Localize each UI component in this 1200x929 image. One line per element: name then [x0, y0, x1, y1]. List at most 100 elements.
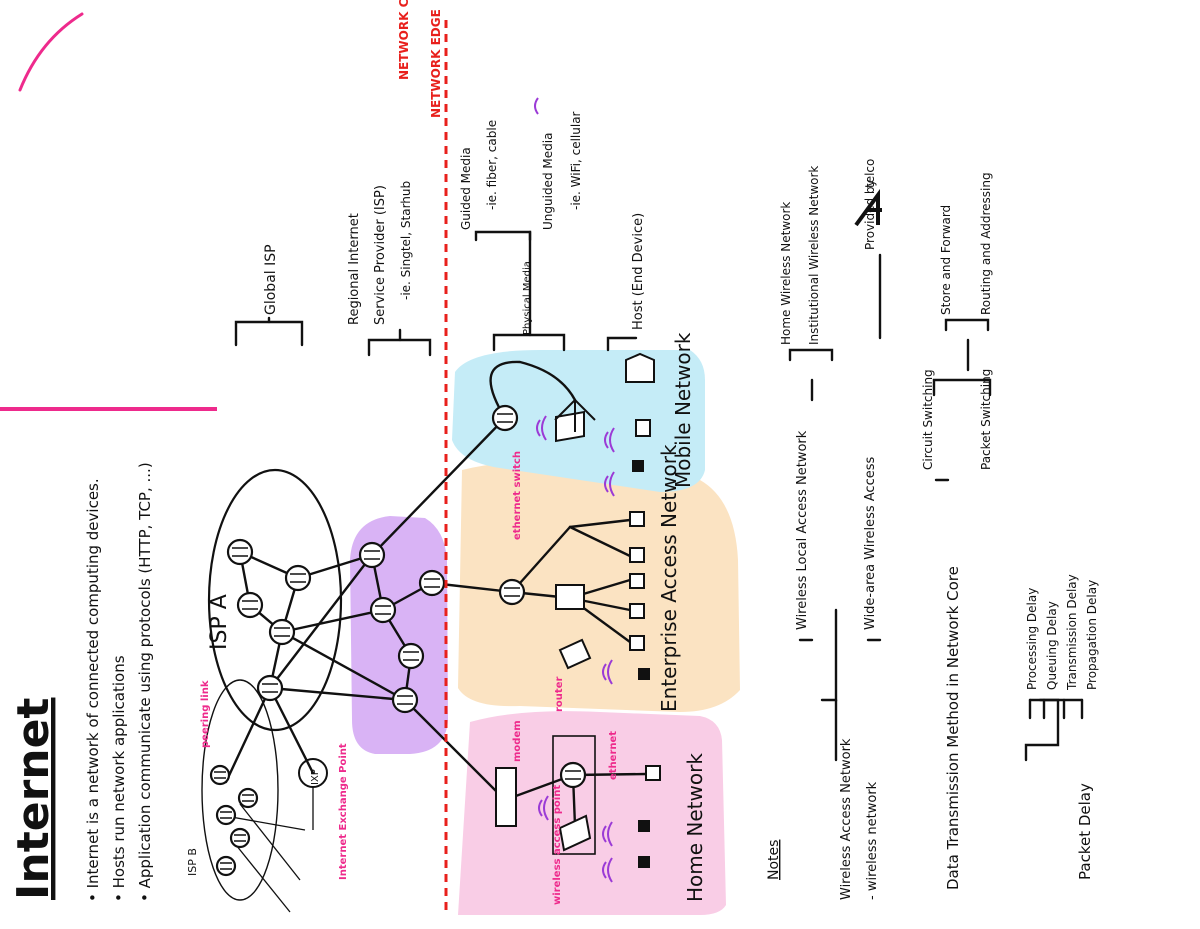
bullet-1: • Internet is a network of connected com…: [84, 478, 102, 902]
label-unguided-media: Unguided Media: [541, 133, 555, 230]
ixp-label: IXP: [310, 769, 321, 785]
note-routing: Routing and Addressing: [979, 172, 993, 315]
label-regional-1: Regional Internet: [347, 213, 362, 325]
router-box: [552, 735, 596, 855]
label-regional-3: -ie. Singtel, Starhub: [399, 181, 413, 300]
mobile-network-label: Mobile Network: [671, 332, 695, 488]
note-processing: Processing Delay: [1025, 588, 1039, 690]
telco-logo-icon: [854, 188, 882, 227]
isp-b-boundary: [201, 679, 279, 901]
router-icon: [215, 804, 237, 826]
router-icon: [491, 404, 519, 432]
annotation-ethernet-switch: ethernet switch: [512, 451, 523, 540]
note-circuit: Circuit Switching: [921, 369, 935, 470]
home-network-region: [458, 711, 726, 915]
note-telco: telco: [863, 159, 877, 188]
router-icon: [209, 764, 231, 786]
label-unguided-eg: -ie. WiFi, cellular: [569, 111, 583, 210]
host-icon: [632, 460, 644, 472]
host-icon: [629, 573, 645, 589]
label-guided-media: Guided Media: [459, 147, 473, 230]
annotation-ethernet: ethernet: [608, 731, 619, 780]
modem-icon: [495, 767, 517, 827]
router-icon: [215, 855, 237, 877]
annotation-router: router: [554, 677, 565, 712]
router-icon: [418, 569, 446, 597]
pink-pen-stroke-top: [18, 12, 84, 92]
annotation-ixp: Internet Exchange Point: [338, 743, 349, 880]
enterprise-network-label: Enterprise Access Network: [657, 444, 681, 712]
host-icon: [629, 635, 645, 651]
host-icon: [629, 603, 645, 619]
router-icon: [268, 618, 296, 646]
router-icon: [358, 541, 386, 569]
host-icon: [645, 765, 661, 781]
home-network-label: Home Network: [683, 753, 707, 902]
note-inst-wn: Institutional Wireless Network: [807, 166, 821, 345]
note-wide-area: Wide-area Wireless Access: [863, 457, 878, 630]
zone-label-edge: NETWORK EDGE: [429, 9, 443, 118]
note-queuing: Queuing Delay: [1045, 601, 1059, 690]
host-icon: [635, 419, 651, 437]
router-icon: [236, 591, 264, 619]
isp-b-routers: [209, 764, 259, 877]
wireless-access-point-icon: [558, 638, 592, 670]
router-icon: [284, 564, 312, 592]
router-icon: [397, 642, 425, 670]
page-title: Internet: [8, 698, 59, 900]
label-physical-media: Physical Media: [522, 261, 533, 335]
note-provided-by: Provided by: [863, 179, 877, 250]
router-icon: [229, 827, 251, 849]
pink-annotations: peering link Internet Exchange Point mod…: [200, 451, 619, 905]
switch-icon: [555, 584, 585, 610]
host-icon: [638, 856, 650, 868]
annotation-wireless-access-point: wireless access point: [552, 785, 563, 905]
car-icon: [625, 352, 655, 383]
note-data-tx: Data Transmission Method in Network Core: [944, 566, 962, 890]
note-home-wn: Home Wireless Network: [779, 202, 793, 345]
note-transmission: Transmission Delay: [1065, 574, 1079, 691]
router-icon: [226, 538, 254, 566]
bullet-3: • Application communicate using protocol…: [136, 462, 154, 902]
note-store-fwd: Store and Forward: [939, 205, 953, 315]
hierarchy-brackets: [234, 230, 638, 357]
router-icon: [237, 787, 259, 809]
regional-routers: [358, 541, 446, 714]
note-wlan: Wireless Local Access Network: [795, 430, 810, 630]
isp-a-label: ISP A: [207, 594, 232, 650]
edge-devices: [491, 352, 661, 868]
label-global-isp: Global ISP: [263, 244, 279, 315]
router-icon: [369, 596, 397, 624]
host-icon: [629, 511, 645, 527]
router-icon: [559, 761, 587, 789]
label-guided-eg: -ie. fiber, cable: [485, 120, 499, 210]
enterprise-network-region: [458, 462, 740, 712]
router-icon: [498, 578, 526, 606]
wireless-access-point-icon: [558, 814, 592, 852]
notes-heading: Notes: [766, 840, 782, 880]
note-propagation: Propagation Delay: [1085, 580, 1099, 690]
cell-tower-icon: [554, 399, 596, 432]
router-icon: [391, 686, 419, 714]
host-icon: [638, 668, 650, 680]
switch-icon: [555, 410, 585, 443]
wifi-signals: [534, 97, 615, 883]
host-icon: [638, 820, 650, 832]
note-wan-1: Wireless Access Network: [839, 738, 854, 900]
zone-label-core: NETWORK CORE: [397, 0, 411, 80]
note-wan-2: - wireless network: [865, 781, 880, 900]
router-icon: [256, 674, 284, 702]
notes-brackets: [788, 253, 1084, 762]
label-regional-2: Service Provider (ISP): [373, 185, 388, 325]
note-packet: Packet Switching: [979, 369, 993, 470]
host-icon: [629, 547, 645, 563]
annotation-peering-link: peering link: [200, 680, 211, 748]
isp-a-routers: [226, 538, 312, 702]
label-host: Host (End Device): [631, 213, 646, 330]
isp-b-label: ISP B: [186, 848, 199, 876]
isp-a-boundary: [207, 468, 343, 732]
annotation-modem: modem: [512, 720, 523, 762]
bullet-2: • Hosts run network applications: [110, 655, 128, 902]
note-packet-delay: Packet Delay: [1076, 783, 1094, 880]
